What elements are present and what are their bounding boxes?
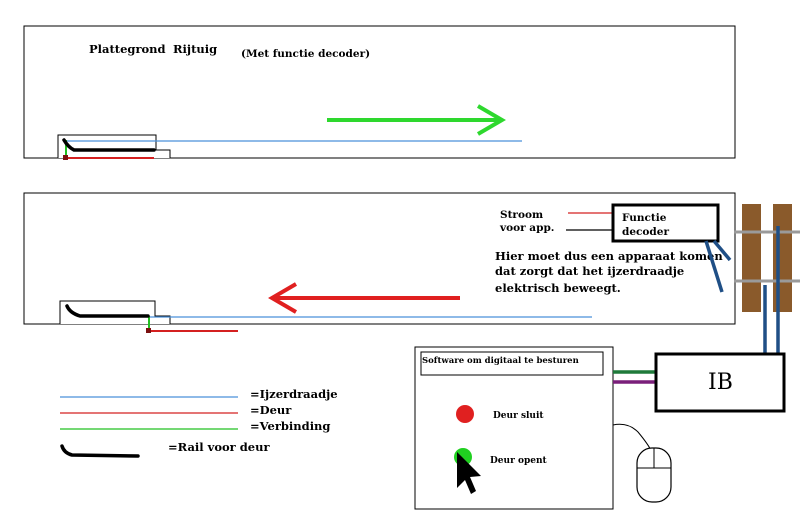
software-title-bar xyxy=(420,351,604,376)
top-car-outline xyxy=(24,134,171,159)
cursor-icon xyxy=(457,452,481,494)
bottom-door-rail xyxy=(65,304,150,318)
legend-wire-label: =Ijzerdraadje xyxy=(250,387,338,401)
decoder-label-line1: Functie xyxy=(622,212,667,224)
decoder-cable-1 xyxy=(704,240,724,293)
function-decoder-box xyxy=(611,203,720,243)
legend-door-label: =Deur xyxy=(250,403,292,417)
explanation-line2: dat zorgt dat het ijzerdraadje xyxy=(495,264,684,278)
legend-rail-label: =Rail voor deur xyxy=(168,440,270,454)
bottom-door-marker xyxy=(146,328,151,333)
top-door-rail xyxy=(62,138,156,152)
ib-box xyxy=(654,352,786,413)
top-panel-subtitle: Rijtuig xyxy=(173,42,217,56)
software-title: Software om digitaal te besturen xyxy=(422,356,579,366)
ib-label: IB xyxy=(708,370,733,395)
decoder-cable-2 xyxy=(712,239,732,262)
legend-link-label: =Verbinding xyxy=(250,419,330,433)
track-piece xyxy=(734,204,800,312)
bottom-car-outline xyxy=(24,300,171,325)
door-close-label: Deur sluit xyxy=(493,411,544,421)
explanation-line3: elektrisch beweegt. xyxy=(495,281,621,295)
track-sleeper-2 xyxy=(773,204,792,312)
direction-arrow-left xyxy=(268,282,460,314)
top-panel-title: Plattegrond xyxy=(89,42,166,56)
legend-rail-swatch xyxy=(60,444,140,458)
decoder-label-line2: decoder xyxy=(622,226,669,238)
top-door-marker xyxy=(63,155,68,160)
supply-label-line2: voor app. xyxy=(499,222,554,234)
supply-label-line1: Stroom xyxy=(500,209,543,221)
top-panel-note: (Met functie decoder) xyxy=(241,48,370,60)
track-sleeper-1 xyxy=(742,204,761,312)
bottom-panel-frame xyxy=(23,192,736,325)
explanation-line1: Hier moet dus een apparaat komen xyxy=(495,249,723,263)
direction-arrow-right xyxy=(327,104,506,136)
door-close-button[interactable] xyxy=(456,405,474,423)
door-open-label: Deur opent xyxy=(490,456,548,466)
top-panel-frame xyxy=(23,25,736,159)
mouse-cable xyxy=(612,423,653,453)
